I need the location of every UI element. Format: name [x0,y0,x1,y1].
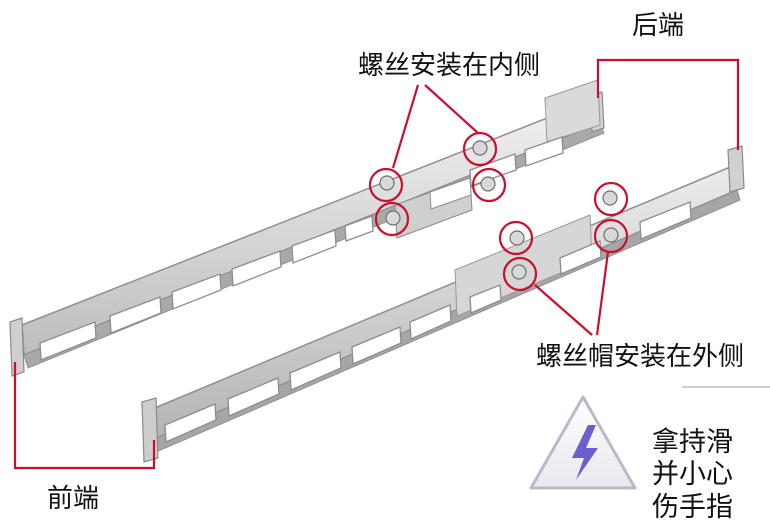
lightning-warning-triangle-icon [529,395,637,490]
right-rail [141,145,745,463]
divider [682,386,770,388]
screws-inside-label: 螺丝安装在内侧 [358,51,541,81]
rear-end-label: 后端 [632,11,685,41]
front-end-label: 前端 [47,484,100,514]
warning-text-line-3: 伤手指 [652,492,733,523]
left-rail [9,79,605,377]
warning-text-line-2: 并小心 [652,459,733,490]
callout-lines [13,58,740,470]
nuts-outside-label: 螺丝帽安装在外侧 [536,342,745,372]
warning-text-line-1: 拿持滑 [652,427,733,458]
screws [379,140,619,280]
